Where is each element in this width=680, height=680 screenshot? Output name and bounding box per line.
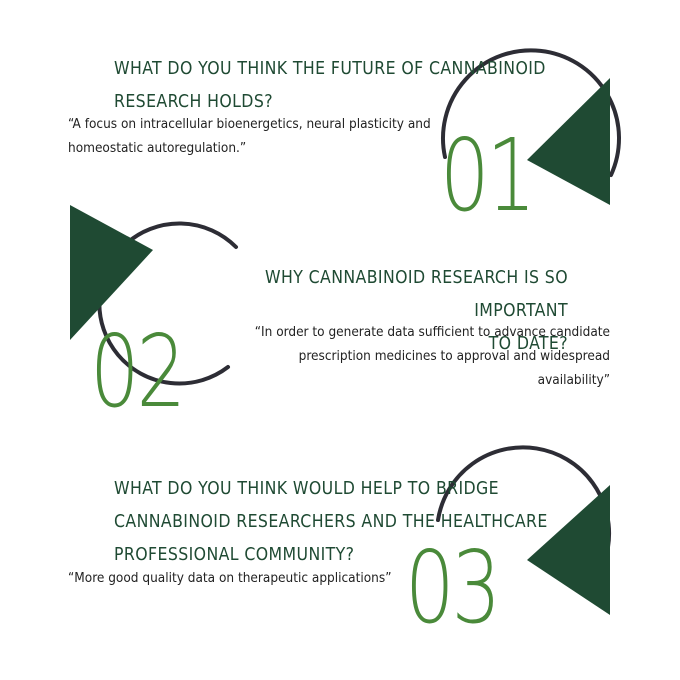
number-02: 02 — [90, 313, 186, 430]
question-1-line-2: RESEARCH HOLDS? — [114, 92, 273, 112]
answer-3-line-1: “More good quality data on therapeutic a… — [68, 570, 392, 586]
answer-2: “In order to generate data sufficient to… — [238, 320, 610, 392]
answer-3: “More good quality data on therapeutic a… — [68, 566, 392, 590]
arc-1 — [441, 48, 621, 177]
answer-1: “A focus on intracellular bioenergetics,… — [68, 112, 431, 160]
question-1: WHAT DO YOU THINK THE FUTURE OF CANNABIN… — [114, 53, 546, 119]
question-3: WHAT DO YOU THINK WOULD HELP TO BRIDGE C… — [114, 473, 548, 572]
question-3-line-1: WHAT DO YOU THINK WOULD HELP TO BRIDGE — [114, 479, 499, 499]
number-01: 01 — [440, 117, 536, 234]
answer-2-line-1: “In order to generate data sufficient to… — [254, 324, 610, 340]
answer-1-line-1: “A focus on intracellular bioenergetics,… — [68, 116, 431, 132]
question-2-line-2: TO DATE? — [488, 334, 568, 354]
number-03: 03 — [405, 529, 501, 646]
triangle-2 — [70, 205, 153, 340]
question-3-line-3: PROFESSIONAL COMMUNITY? — [114, 545, 355, 565]
question-2: WHY CANNABINOID RESEARCH IS SO IMPORTANT… — [180, 262, 568, 361]
answer-2-line-2: prescription medicines to approval and w… — [298, 348, 610, 388]
triangle-1 — [527, 78, 610, 205]
triangle-3 — [527, 485, 610, 615]
question-1-line-1: WHAT DO YOU THINK THE FUTURE OF CANNABIN… — [114, 59, 546, 79]
question-3-line-2: CANNABINOID RESEARCHERS AND THE HEALTHCA… — [114, 512, 548, 532]
question-2-line-1: WHY CANNABINOID RESEARCH IS SO IMPORTANT — [265, 268, 568, 321]
answer-1-line-2: homeostatic autoregulation.” — [68, 140, 247, 156]
